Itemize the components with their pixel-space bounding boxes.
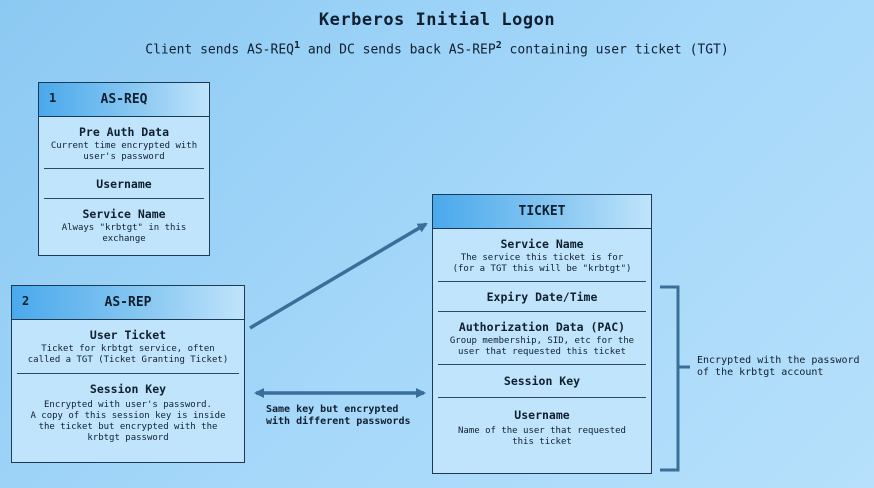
as-req-section-username: Username bbox=[39, 177, 209, 191]
as-req-service-title: Service Name bbox=[82, 207, 166, 221]
subtitle-sup1: 1 bbox=[294, 40, 301, 51]
ticket-username-desc-line: Name of the user that requested bbox=[458, 426, 626, 436]
subtitle-part1: Client sends AS-REQ bbox=[145, 42, 294, 58]
divider bbox=[44, 198, 204, 199]
divider bbox=[17, 373, 239, 374]
divider bbox=[438, 397, 646, 398]
same-key-note: Same key but encrypted with different pa… bbox=[266, 404, 411, 428]
divider bbox=[438, 364, 646, 365]
as-req-username-title: Username bbox=[96, 177, 152, 191]
as-req-service-desc-line: exchange bbox=[102, 234, 146, 244]
as-rep-title: AS-REP bbox=[104, 295, 152, 310]
ticket-section-username: Username Name of the user that requested… bbox=[433, 408, 651, 448]
page-title: Kerberos Initial Logon bbox=[318, 10, 556, 30]
as-req-section-service: Service Name Always "krbtgt" in this exc… bbox=[39, 207, 209, 245]
ticket-section-pac: Authorization Data (PAC) Group membershi… bbox=[433, 320, 651, 358]
ticket-section-session-key: Session Key bbox=[433, 374, 651, 388]
as-rep-session-key-desc: Encrypted with user's password. A copy o… bbox=[12, 400, 244, 444]
ticket-username-title: Username bbox=[514, 408, 570, 422]
ticket-username-desc-line: this ticket bbox=[512, 437, 572, 447]
as-rep-user-ticket-title: User Ticket bbox=[89, 328, 167, 342]
as-rep-header: 2 AS-REP bbox=[12, 286, 244, 320]
as-rep-section-session-key: Session Key Encrypted with user's passwo… bbox=[12, 382, 244, 444]
as-req-box: 1 AS-REQ Pre Auth Data Current time encr… bbox=[38, 82, 210, 256]
as-req-preauth-desc-line: user's password bbox=[83, 152, 165, 162]
ticket-pac-desc-line: Group membership, SID, etc for the bbox=[449, 336, 635, 346]
ticket-title: TICKET bbox=[518, 204, 566, 219]
as-rep-box: 2 AS-REP User Ticket Ticket for krbtgt s… bbox=[11, 285, 245, 463]
divider bbox=[438, 281, 646, 282]
as-req-preauth-desc: Current time encrypted with user's passw… bbox=[39, 141, 209, 163]
ticket-service-desc-line: (for a TGT this will be "krbtgt") bbox=[452, 264, 632, 274]
page-subtitle: Client sends AS-REQ1 and DC sends back A… bbox=[0, 40, 874, 57]
as-rep-session-key-title: Session Key bbox=[89, 382, 167, 396]
krbtgt-encryption-note: Encrypted with the password of the krbtg… bbox=[697, 355, 860, 379]
as-rep-user-ticket-desc-line: called a TGT (Ticket Granting Ticket) bbox=[27, 355, 229, 365]
as-req-preauth-title: Pre Auth Data bbox=[78, 125, 169, 139]
ticket-expiry-title: Expiry Date/Time bbox=[486, 290, 598, 304]
ticket-pac-title: Authorization Data (PAC) bbox=[458, 320, 626, 334]
ticket-service-title: Service Name bbox=[500, 237, 584, 251]
as-rep-user-ticket-desc-line: Ticket for krbtgt service, often bbox=[41, 344, 215, 354]
divider bbox=[438, 311, 646, 312]
as-req-number: 1 bbox=[49, 91, 57, 105]
ticket-header: TICKET bbox=[433, 195, 651, 229]
as-rep-number: 2 bbox=[22, 294, 30, 308]
as-req-preauth-desc-line: Current time encrypted with bbox=[50, 141, 198, 151]
krbtgt-encryption-note-line: of the krbtgt account bbox=[697, 367, 824, 378]
ticket-service-desc: The service this ticket is for (for a TG… bbox=[433, 253, 651, 275]
subtitle-sup2: 2 bbox=[495, 40, 502, 51]
ticket-section-expiry: Expiry Date/Time bbox=[433, 290, 651, 304]
as-rep-session-key-desc-line: the ticket but encrypted with the bbox=[38, 422, 218, 432]
as-rep-section-user-ticket: User Ticket Ticket for krbtgt service, o… bbox=[12, 328, 244, 366]
ticket-username-desc: Name of the user that requested this tic… bbox=[433, 426, 651, 448]
ticket-pac-desc: Group membership, SID, etc for the user … bbox=[433, 336, 651, 358]
as-rep-session-key-desc-line: A copy of this session key is inside bbox=[30, 411, 226, 421]
ticket-box: TICKET Service Name The service this tic… bbox=[432, 194, 652, 474]
krbtgt-encryption-note-line: Encrypted with the password bbox=[697, 355, 860, 366]
ticket-pac-desc-line: user that requested this ticket bbox=[458, 347, 626, 357]
ticket-section-service: Service Name The service this ticket is … bbox=[433, 237, 651, 275]
as-rep-session-key-desc-line: krbtgt password bbox=[87, 433, 169, 443]
as-rep-user-ticket-desc: Ticket for krbtgt service, often called … bbox=[12, 344, 244, 366]
divider bbox=[44, 168, 204, 169]
ticket-arrow bbox=[249, 222, 428, 330]
ticket-service-desc-line: The service this ticket is for bbox=[460, 253, 624, 263]
ticket-session-key-title: Session Key bbox=[503, 374, 581, 388]
subtitle-part3: containing user ticket (TGT) bbox=[501, 42, 729, 58]
as-rep-session-key-desc-line: Encrypted with user's password. bbox=[44, 400, 212, 410]
as-req-section-preauth: Pre Auth Data Current time encrypted wit… bbox=[39, 125, 209, 163]
as-req-title: AS-REQ bbox=[100, 92, 148, 107]
subtitle-part2: and DC sends back AS-REP bbox=[300, 42, 496, 58]
krbtgt-bracket bbox=[660, 285, 690, 472]
as-req-header: 1 AS-REQ bbox=[39, 83, 209, 117]
as-req-service-desc: Always "krbtgt" in this exchange bbox=[39, 223, 209, 245]
same-key-note-line: Same key but encrypted bbox=[266, 404, 399, 415]
same-key-note-line: with different passwords bbox=[266, 416, 411, 427]
as-req-service-desc-line: Always "krbtgt" in this bbox=[61, 223, 187, 233]
